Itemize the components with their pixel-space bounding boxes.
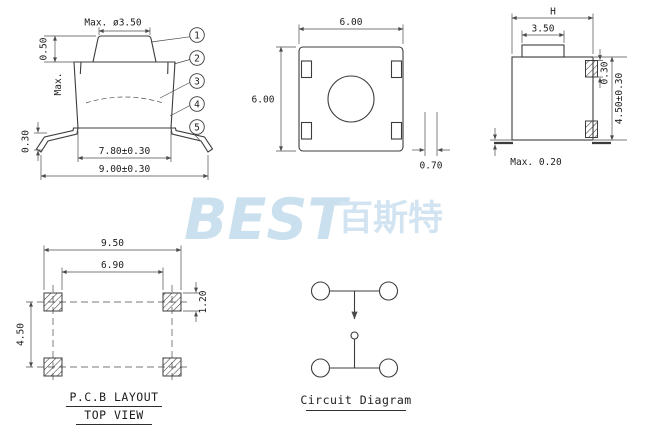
top-view-dimension-lines [276,24,450,156]
front-callouts: 1 2 3 4 5 [150,27,205,141]
side-view-body [511,56,594,141]
watermark-latin-text: BEST [184,187,350,253]
top-dim-width: 6.00 [340,17,363,28]
front-lead-right [170,127,214,153]
front-dim-button-height-prefix: Max. [53,73,64,96]
front-button [92,35,157,63]
circuit-contact-point [350,331,359,340]
callout-number-1: 1 [194,30,200,41]
top-view-terminal-tl [300,60,313,79]
circuit-terminal-bl [310,358,331,378]
callout-number-4: 4 [194,99,200,110]
pcb-pad-tr [162,292,182,312]
top-view-terminal-bl [300,121,313,140]
side-dim-button-width: 3.50 [532,24,555,35]
top-dim-height: 6.00 [252,95,275,106]
circuit-terminal-br [378,358,399,378]
top-view-button-circle [327,75,375,123]
side-view-terminal-top [585,60,598,78]
circuit-diagram: Circuit Diagram [300,281,411,411]
front-dim-lead-span: 9.00±0.30 [99,164,151,175]
pcb-pad-bl [43,357,63,377]
circuit-diagram-title: Circuit Diagram [300,393,411,407]
callout-balloon-5 [189,119,205,135]
front-body [73,61,176,129]
watermark-cjk-text: 百斯特 [338,199,443,239]
pcb-dimension-lines [29,245,200,368]
front-outline [35,35,214,153]
top-view-terminal-tr [390,60,403,79]
side-dim-terminal: 0.30 [600,61,611,84]
side-dim-overall: H [550,7,556,18]
callout-number-2: 2 [194,53,200,64]
callout-number-3: 3 [194,76,200,87]
front-dim-button-height: 0.50 [39,37,50,60]
circuit-terminal-tr [378,281,399,301]
front-dim-button-dia: Max. ø3.50 [84,18,141,29]
pcb-pad-tl [43,292,63,312]
callout-balloon-3 [189,73,205,89]
callout-balloon-1 [189,27,205,43]
side-view-button [521,44,565,58]
pcb-dim-inner-span: 6.90 [101,260,124,271]
front-dimension-lines [34,27,209,180]
pcb-layout-subtitle: TOP VIEW [84,408,143,422]
cover-skirt-left [79,61,82,75]
front-view: Max. ø3.50 0.50 Max. 0.30 7.80±0.30 9.00… [21,18,214,180]
callout-balloon-2 [189,50,205,66]
top-view-terminal-br [390,121,403,140]
pcb-layout-title: P.C.B LAYOUT [69,390,158,404]
top-dim-terminal-width: 0.70 [420,161,443,172]
front-lead-left [35,127,79,153]
watermark: BEST 百斯特 [184,187,443,253]
pcb-pad-br [162,357,182,377]
side-view-terminal-bottom [585,120,598,138]
front-dim-body-width: 7.80±0.30 [99,146,151,157]
top-view: 6.00 6.00 0.70 [252,17,450,172]
side-dim-standoff: Max. 0.20 [510,157,562,168]
top-view-body [298,46,404,152]
pcb-dim-pad-height: 1.20 [198,290,209,313]
side-dim-height: 4.50±0.30 [614,72,625,124]
callout-balloon-4 [189,96,205,112]
side-view-dimension-lines [490,13,627,156]
callout-number-5: 5 [194,122,200,133]
pcb-layout: 9.50 6.90 1.20 4.50 P.C.B LAYOUT TOP VIE… [16,238,209,425]
pcb-dim-row-pitch: 4.50 [16,323,27,346]
side-view: H 3.50 0.30 4.50±0.30 Max. 0.20 [490,7,627,168]
front-dim-lead-thickness: 0.30 [21,130,32,153]
circuit-terminal-tl [310,281,331,301]
pcb-dim-outer-span: 9.50 [101,238,124,249]
